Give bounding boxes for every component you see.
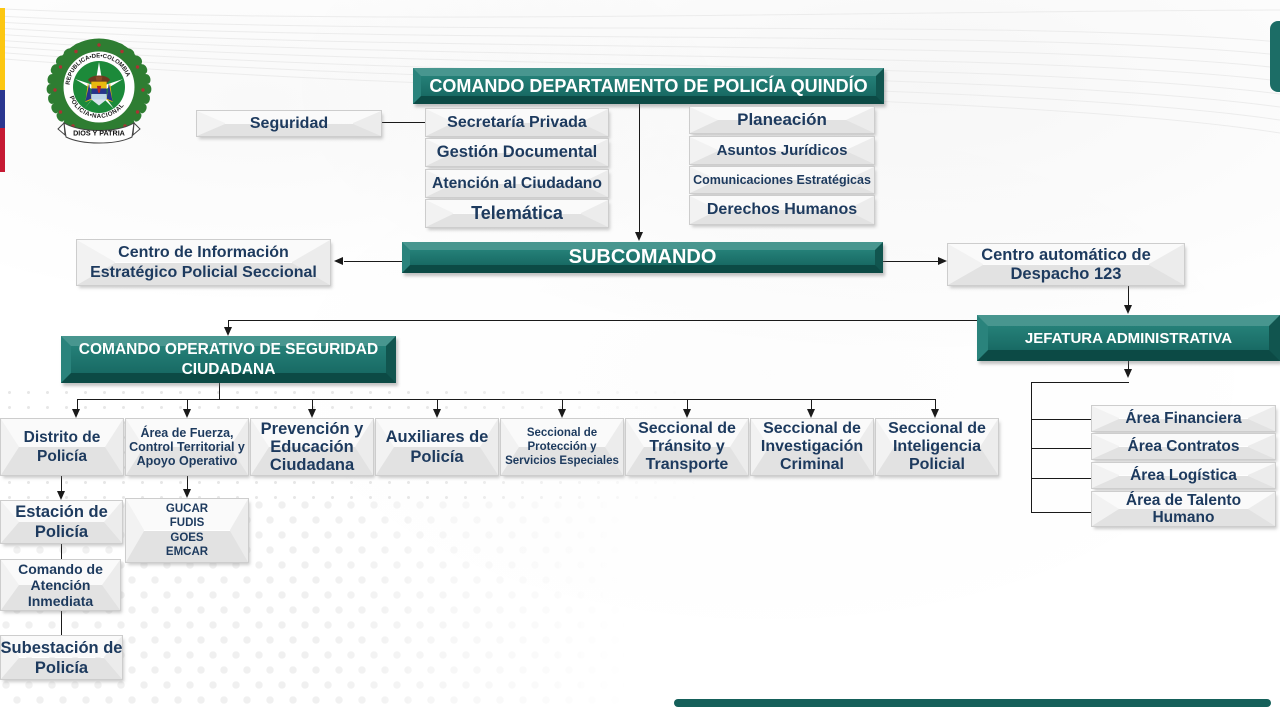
svg-text:DIOS Y PATRIA: DIOS Y PATRIA bbox=[73, 129, 125, 138]
